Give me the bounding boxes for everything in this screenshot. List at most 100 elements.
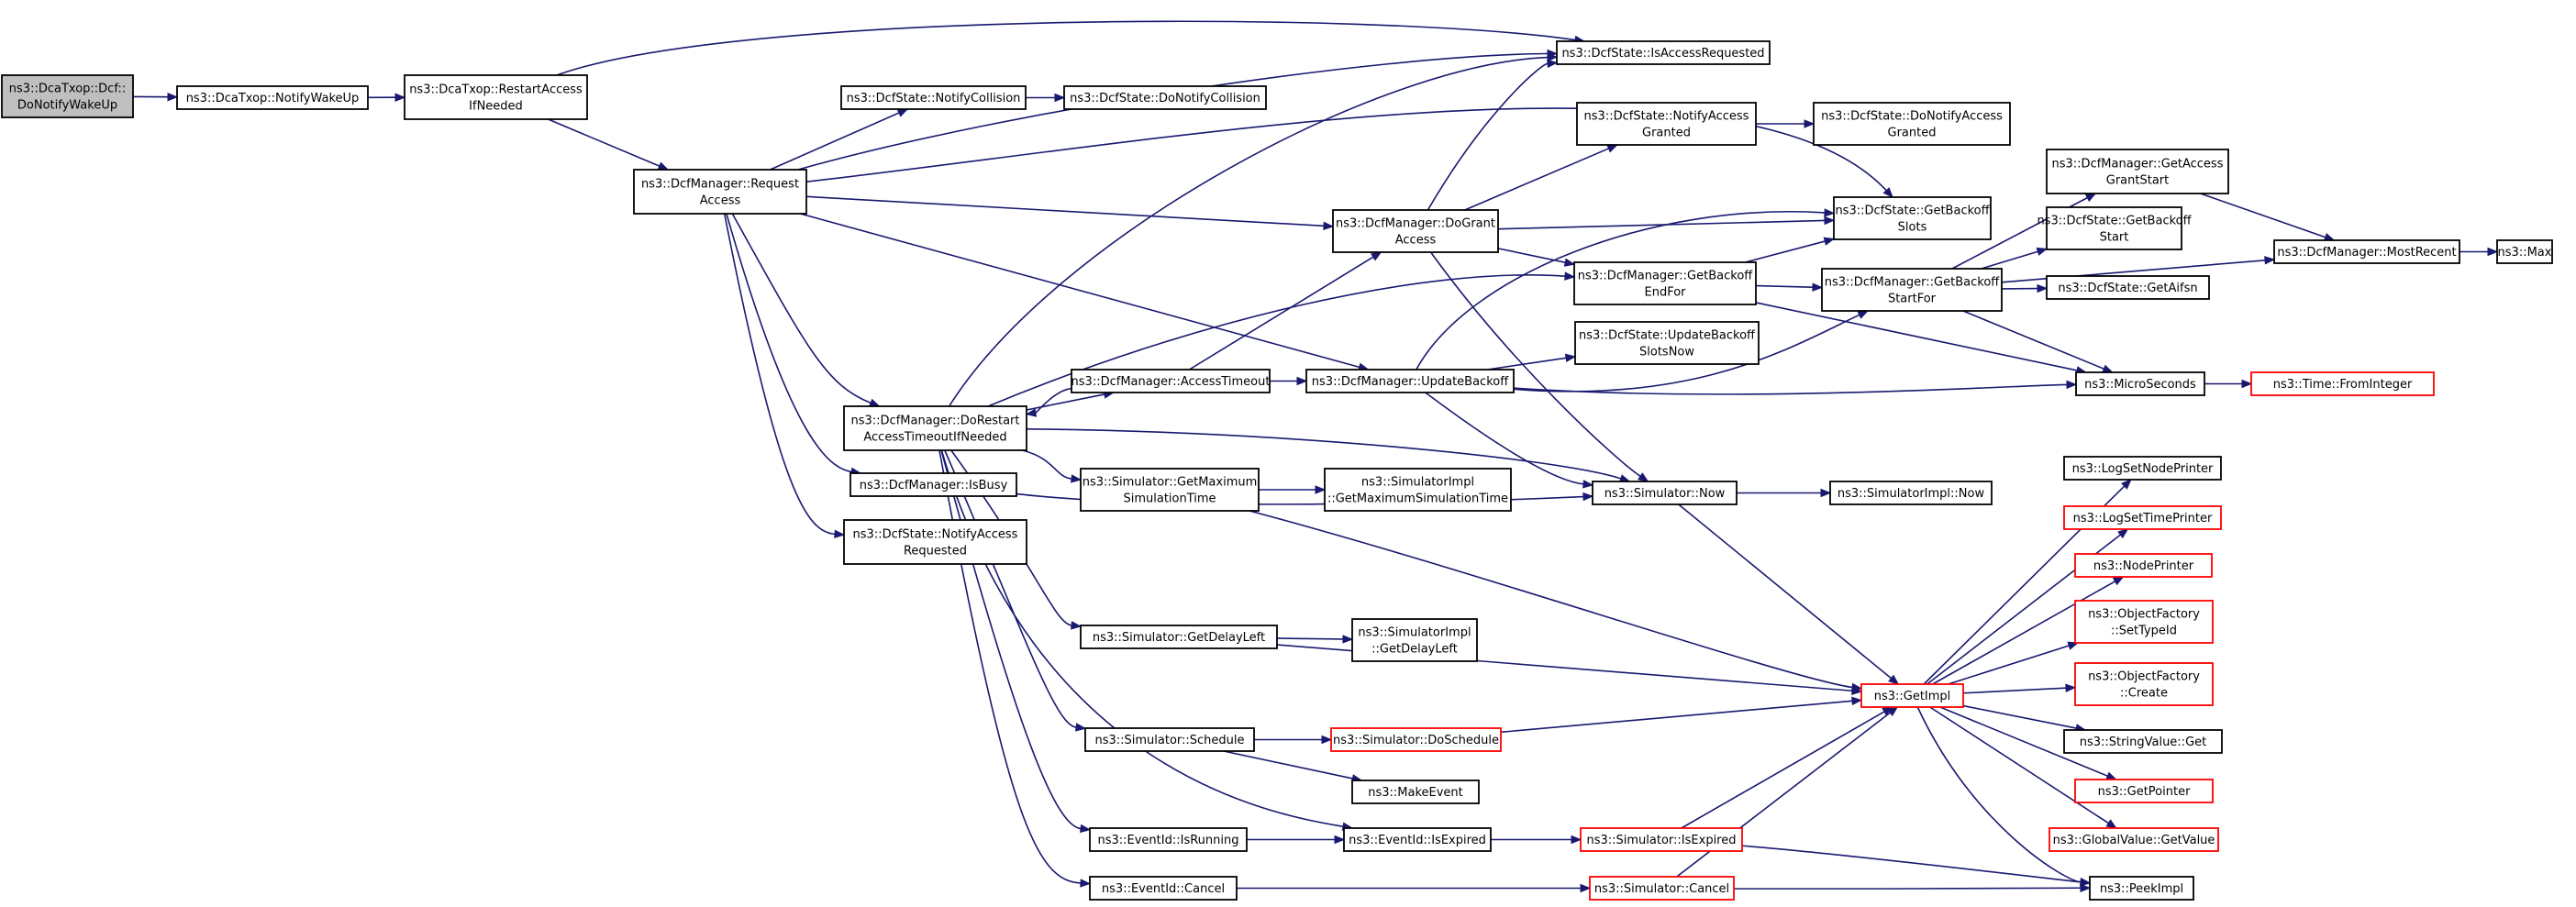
node-n27[interactable]: ns3::Simulator::GetMaximumSimulationTime (1080, 468, 1260, 512)
node-n22[interactable]: ns3::MicroSeconds (2075, 371, 2205, 396)
node-n24[interactable]: ns3::DcfManager::DoRestartAccessTimeoutI… (843, 405, 1027, 451)
node-n33[interactable]: ns3::GetImpl (1860, 683, 1964, 708)
node-n32[interactable]: ns3::SimulatorImpl::GetDelayLeft (1351, 618, 1478, 662)
edge-line (948, 56, 1549, 407)
node-label: ns3::DcfManager::GetAccess (2052, 158, 2224, 171)
arrowhead (1315, 485, 1327, 494)
edge-n4-n10 (805, 195, 1335, 231)
node-n31[interactable]: ns3::Simulator::GetDelayLeft (1080, 625, 1278, 649)
node-n34[interactable]: ns3::Simulator::Schedule (1084, 727, 1255, 752)
node-box (843, 519, 1027, 565)
node-label: ns3::DcfState::UpdateBackoff (1579, 329, 1756, 343)
node-n1[interactable]: ns3::DcaTxop::Dcf::DoNotifyWakeUp (1, 74, 134, 118)
edge-line (556, 20, 1576, 76)
node-n39[interactable]: ns3::Simulator::IsExpired (1580, 827, 1743, 852)
edge-line (723, 213, 836, 536)
node-n48[interactable]: ns3::StringValue::Get (2063, 729, 2223, 754)
node-n18[interactable]: ns3::Max (2496, 239, 2553, 264)
edge-n27-n28 (1259, 485, 1327, 494)
node-n17[interactable]: ns3::DcfManager::MostRecent (2273, 239, 2460, 264)
node-box (1580, 827, 1743, 852)
edge-n39-n33 (1681, 706, 1893, 829)
arrowhead (2080, 883, 2092, 892)
node-label: ns3::DcfManager::AccessTimeout (1071, 375, 1271, 389)
arrowhead (1824, 208, 1836, 217)
edge-n40-n41 (1237, 883, 1592, 893)
edge-n3-n4 (548, 118, 670, 171)
node-n21[interactable]: ns3::DcfManager::UpdateBackoff (1305, 369, 1515, 393)
node-n29[interactable]: ns3::Simulator::Now (1592, 481, 1738, 505)
arrowhead (1857, 310, 1870, 319)
arrowhead (1071, 621, 1083, 630)
node-label: ns3::Simulator::IsExpired (1586, 834, 1736, 847)
node-box (2250, 371, 2435, 396)
node-n49[interactable]: ns3::GetPointer (2074, 779, 2214, 803)
edge-n20-n10 (1188, 251, 1382, 371)
edge-line (1981, 250, 2038, 270)
arrowhead (1025, 408, 1038, 417)
node-label: ns3::NodePrinter (2093, 559, 2194, 573)
node-n40[interactable]: ns3::EventId::Cancel (1089, 876, 1238, 901)
node-box (840, 85, 1027, 110)
node-n38[interactable]: ns3::EventId::IsExpired (1343, 827, 1492, 852)
node-box (2074, 779, 2214, 803)
node-n28[interactable]: ns3::SimulatorImpl::GetMaximumSimulation… (1324, 468, 1512, 512)
node-box (1063, 85, 1267, 110)
arrowhead (1564, 271, 1576, 281)
edge-n37-n38 (1247, 835, 1346, 845)
node-n23[interactable]: ns3::Time::FromInteger (2250, 371, 2435, 396)
edge-n10-n7 (1427, 59, 1559, 211)
arrowhead (2112, 576, 2125, 586)
node-label: ns3::DcaTxop::Dcf:: (9, 83, 126, 96)
edge-n22-n23 (2204, 379, 2253, 389)
node-box (1589, 876, 1735, 901)
edge-line (1678, 503, 1892, 680)
node-n43[interactable]: ns3::LogSetNodePrinter (2063, 456, 2222, 481)
node-label: ns3::SimulatorImpl (1358, 626, 1471, 640)
edge-n12-n11 (1745, 237, 1836, 263)
node-box (2046, 149, 2229, 194)
node-n7[interactable]: ns3::DcfState::IsAccessRequested (1556, 40, 1771, 65)
node-n50[interactable]: ns3::GlobalValue::GetValue (2049, 827, 2219, 852)
node-n41[interactable]: ns3::Simulator::Cancel (1589, 876, 1735, 901)
node-n16[interactable]: ns3::DcfState::GetAifsn (2046, 275, 2210, 300)
node-label: Granted (1642, 127, 1691, 140)
edge-line (1249, 510, 1853, 689)
node-box (2046, 275, 2210, 300)
arrowhead (1606, 144, 1618, 153)
edge-line (731, 213, 872, 404)
edge-n33-n42 (1916, 706, 2092, 887)
node-n47[interactable]: ns3::ObjectFactory::Create (2074, 662, 2214, 706)
node-n35[interactable]: ns3::Simulator::DoSchedule (1330, 727, 1502, 752)
arrowhead (1074, 723, 1087, 732)
arrowhead (1851, 696, 1863, 706)
arrowhead (1888, 674, 1900, 685)
node-n46[interactable]: ns3::ObjectFactory::SetTypeId (2074, 600, 2214, 644)
node-n6[interactable]: ns3::DcfState::DoNotifyCollision (1063, 85, 1267, 110)
node-n44[interactable]: ns3::LogSetTimePrinter (2063, 505, 2222, 530)
node-n30[interactable]: ns3::SimulatorImpl::Now (1829, 481, 1993, 505)
node-n20[interactable]: ns3::DcfManager::AccessTimeout (1071, 369, 1271, 393)
node-n5[interactable]: ns3::DcfState::NotifyCollision (840, 85, 1027, 110)
node-n25[interactable]: ns3::DcfManager::IsBusy (849, 472, 1017, 497)
node-n2[interactable]: ns3::DcaTxop::NotifyWakeUp (176, 85, 369, 110)
edge-line (1741, 845, 2082, 883)
node-n45[interactable]: ns3::NodePrinter (2074, 553, 2213, 578)
node-n42[interactable]: ns3::PeekImpl (2089, 876, 2194, 901)
node-n36[interactable]: ns3::MakeEvent (1351, 780, 1480, 804)
node-n37[interactable]: ns3::EventId::IsRunning (1089, 827, 1248, 852)
edge-line (1464, 148, 1609, 211)
edge-n24-n40 (938, 449, 1092, 888)
